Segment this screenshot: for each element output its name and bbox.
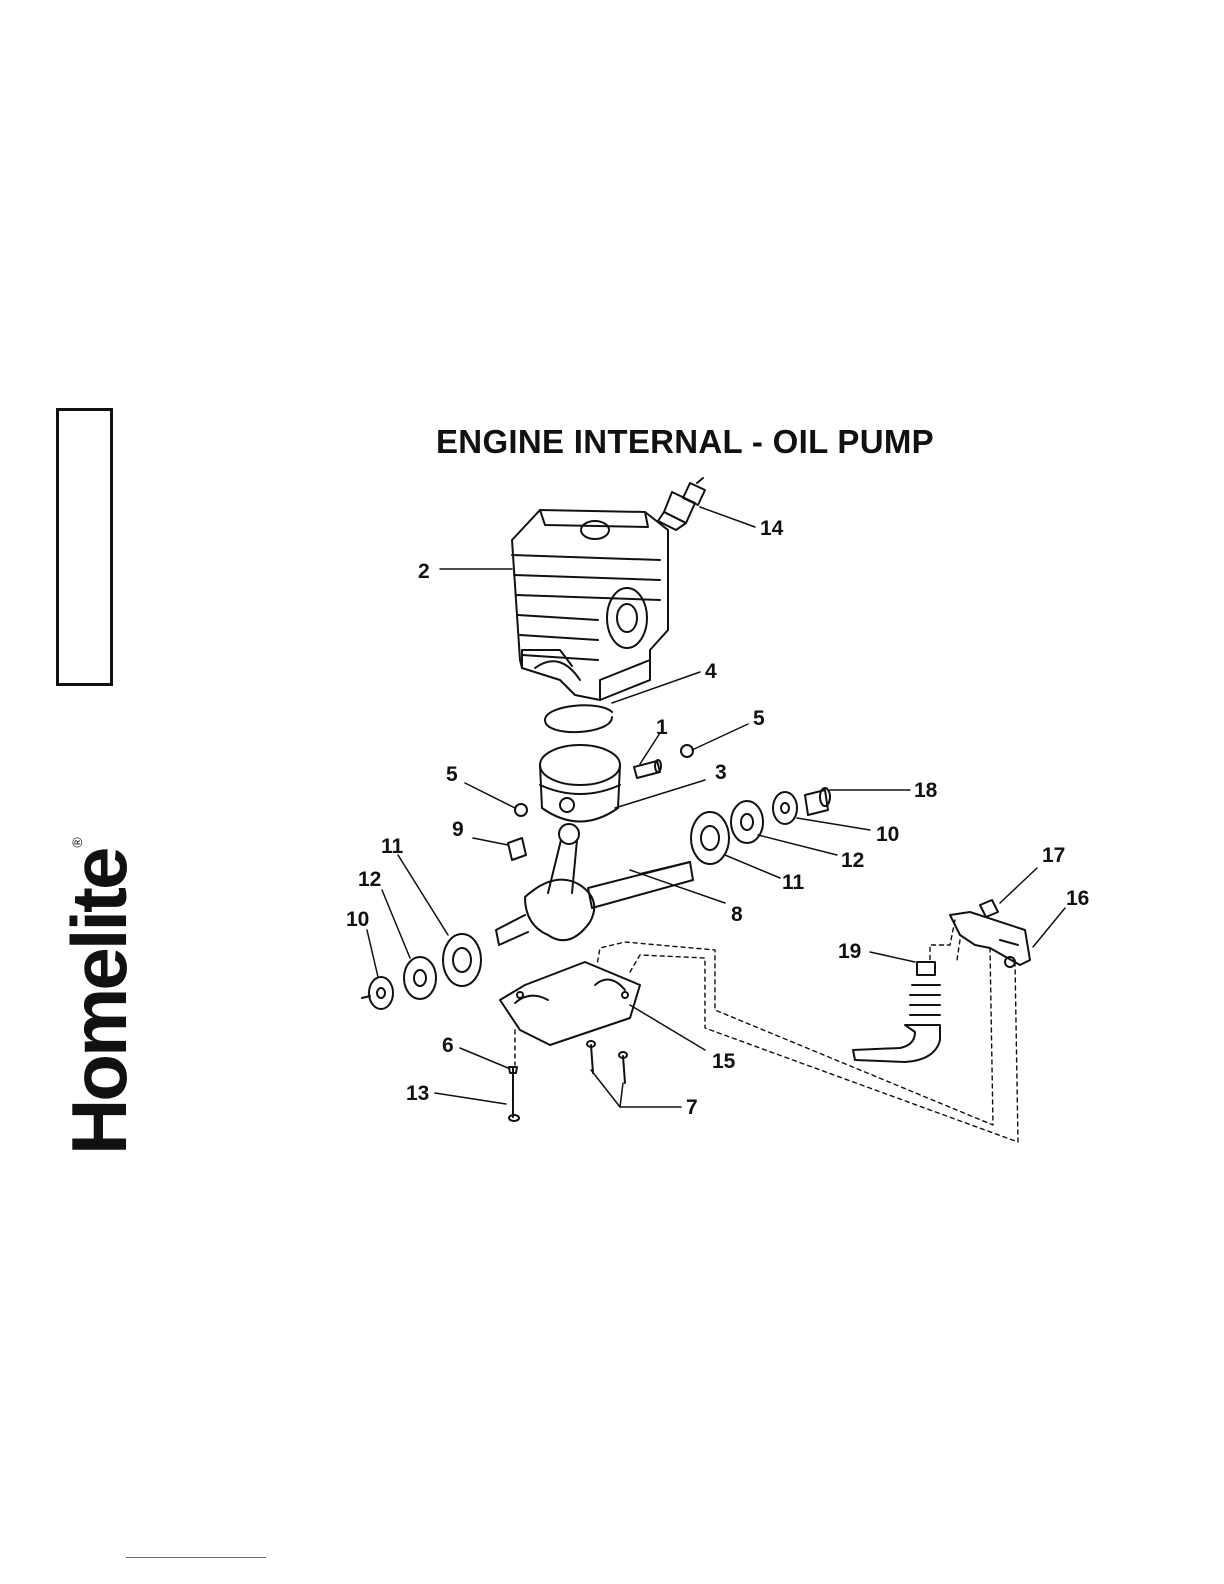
callout-12-right: 12 <box>841 849 864 872</box>
footer-rule <box>126 1557 266 1558</box>
right-bearing-drawing <box>691 812 729 864</box>
callout-2: 2 <box>418 560 430 583</box>
right-seal-drawing <box>773 792 797 824</box>
callout-18: 18 <box>914 779 938 802</box>
left-seal-drawing <box>362 977 393 1009</box>
callout-13: 13 <box>406 1082 429 1105</box>
callout-15: 15 <box>712 1050 736 1073</box>
cylinder-drawing <box>512 510 668 700</box>
callout-8: 8 <box>731 903 743 926</box>
callout-5-right: 5 <box>753 707 765 730</box>
callout-1: 1 <box>656 716 668 739</box>
leader-lines <box>367 507 1065 1107</box>
retaining-ring-left-drawing <box>515 804 527 816</box>
piston-drawing <box>540 745 620 822</box>
screw-6-drawing <box>509 1067 519 1121</box>
spark-plug-drawing <box>658 478 705 530</box>
callout-9: 9 <box>452 818 464 841</box>
left-bearing-drawing <box>443 934 481 986</box>
right-washer-drawing <box>731 801 763 843</box>
retaining-ring-right-drawing <box>681 745 693 757</box>
callout-10-right: 10 <box>876 823 899 846</box>
callout-17: 17 <box>1042 844 1065 867</box>
crankshaft-drawing <box>496 824 693 945</box>
callout-5-left: 5 <box>446 763 458 786</box>
callout-12-left: 12 <box>358 868 381 891</box>
needle-bearing-drawing <box>508 838 526 860</box>
callout-11-left: 11 <box>381 835 404 858</box>
piston-pin-drawing <box>634 760 661 778</box>
callout-19: 19 <box>838 940 861 963</box>
callout-labels: 2 14 4 1 5 5 3 9 11 12 10 8 18 10 12 11 … <box>346 517 1089 1119</box>
crankcase-drawing <box>500 962 640 1045</box>
callout-11-right: 11 <box>782 871 805 894</box>
left-washer-drawing <box>404 957 436 999</box>
callout-7: 7 <box>686 1096 698 1119</box>
callout-6: 6 <box>442 1034 454 1057</box>
oil-pump-screw-drawing <box>980 900 998 917</box>
screws-7-drawing <box>587 1041 627 1083</box>
callout-16: 16 <box>1066 887 1089 910</box>
oil-line-drawing <box>853 962 940 1062</box>
worm-gear-drawing <box>805 788 830 815</box>
callout-4: 4 <box>705 660 717 683</box>
callout-3: 3 <box>715 761 727 784</box>
callout-14: 14 <box>760 517 784 540</box>
piston-ring-drawing <box>545 705 612 732</box>
callout-10-left: 10 <box>346 908 369 931</box>
